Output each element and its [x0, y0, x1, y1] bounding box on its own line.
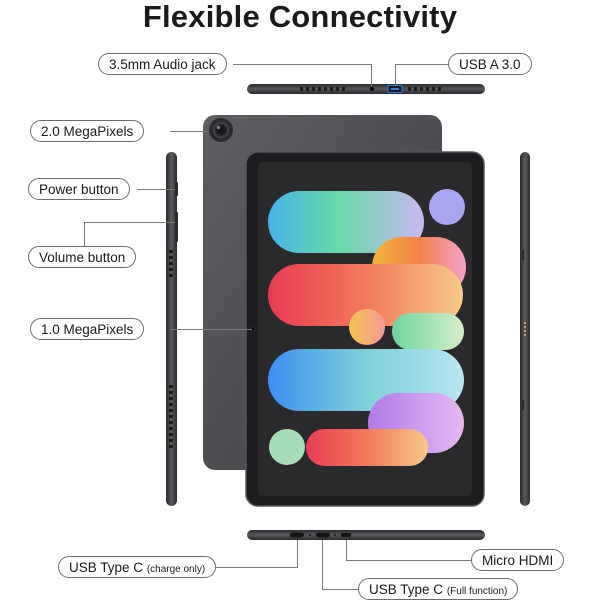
wallpaper-shapes — [268, 189, 466, 466]
right-edge-view — [520, 152, 530, 506]
volume-leader-v — [84, 222, 85, 247]
usb-c-charge-port — [290, 532, 304, 538]
usb-c-charge-label-note: (charge only) — [146, 564, 206, 575]
front-camera-label: 1.0 MegaPixels — [30, 318, 145, 340]
usb-c-charge-label: USB Type C (charge only) — [58, 556, 217, 578]
audio-jack-leader-v — [371, 64, 372, 86]
micro-hdmi-port — [341, 533, 351, 537]
rear-camera-leader — [170, 131, 208, 132]
usb-c-full-label-note: (Full function) — [446, 586, 508, 597]
usb-c-full-label-main: USB Type C — [369, 582, 444, 597]
usb-c-charge-leader-h — [215, 567, 297, 568]
audio-jack-port — [369, 86, 375, 92]
usb-c-full-port — [316, 532, 330, 538]
rear-camera-label: 2.0 MegaPixels — [30, 120, 145, 142]
micro-hdmi-label: Micro HDMI — [471, 549, 565, 571]
usb-c-full-label: USB Type C (Full function) — [358, 578, 519, 600]
power-button-label: Power button — [28, 178, 130, 200]
usb-a-leader-h — [395, 64, 450, 65]
usb-c-full-leader-v — [322, 540, 323, 589]
page-title: Flexible Connectivity — [142, 0, 458, 34]
volume-button-label: Volume button — [28, 246, 137, 268]
usb-a-leader-v — [395, 64, 396, 86]
front-camera-leader — [170, 329, 252, 330]
audio-jack-label: 3.5mm Audio jack — [98, 53, 227, 75]
audio-jack-leader-h — [233, 64, 371, 65]
power-button-leader — [137, 189, 175, 190]
usb-c-full-leader-h — [322, 589, 360, 590]
bottom-edge-view — [247, 530, 485, 540]
top-edge-view — [247, 84, 485, 94]
usb-a-label: USB A 3.0 — [448, 53, 532, 75]
usb-c-charge-label-main: USB Type C — [69, 560, 144, 575]
micro-hdmi-leader-h — [346, 560, 472, 561]
tablet-front — [245, 151, 485, 507]
usb-c-charge-leader-v — [297, 540, 298, 568]
micro-hdmi-leader-v — [346, 540, 347, 560]
volume-leader-h — [84, 222, 175, 223]
